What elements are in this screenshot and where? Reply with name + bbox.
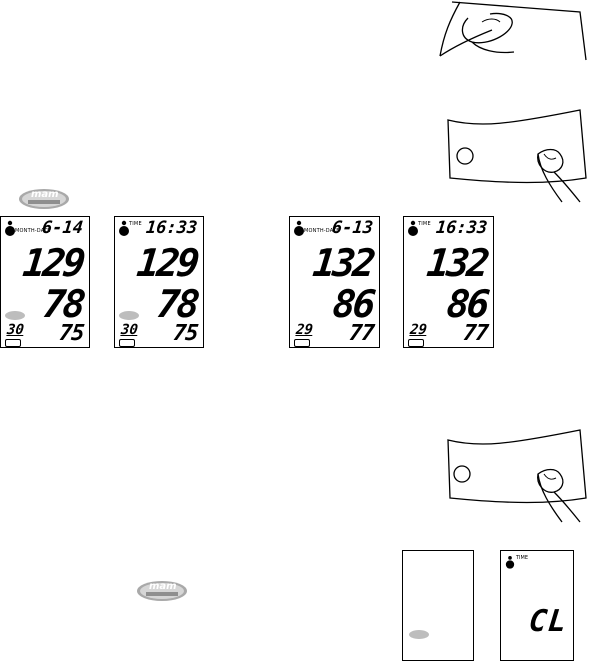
date-value: 6-14 (41, 218, 85, 238)
systolic-value: 132 (425, 241, 490, 285)
battery-icon (294, 339, 310, 347)
diastolic-value: 86 (330, 282, 376, 326)
lcd-clear-display: TIME CL (500, 550, 574, 661)
date-label: MONTH-DATE (15, 228, 51, 234)
lcd-display-1: MONTH-DATE 6-14 129 78 30 75 (0, 216, 90, 348)
memory-number: 29 (295, 322, 314, 338)
pulse-value: 77 (461, 321, 489, 346)
systolic-value: 129 (135, 241, 200, 285)
mam-indicator-icon (5, 311, 25, 320)
pulse-value: 75 (57, 321, 85, 346)
person-icon (119, 220, 129, 236)
diastolic-value: 78 (40, 282, 86, 326)
press-illustration-3 (447, 429, 587, 523)
date-value: 6-13 (331, 218, 375, 238)
mam-logo-icon (19, 189, 69, 209)
lcd-blank-display (402, 550, 474, 661)
time-value: 16:33 (434, 218, 489, 238)
time-label: TIME (418, 221, 431, 227)
person-icon (408, 220, 418, 236)
mam-logo-text: mam (149, 581, 177, 592)
person-icon (294, 220, 304, 236)
diastolic-value: 78 (154, 282, 200, 326)
lcd-display-2: TIME 16:33 129 78 30 75 (114, 216, 204, 348)
press-illustration-1 (439, 1, 587, 61)
mam-logo-bottom: mam (136, 580, 188, 602)
time-label: TIME (516, 555, 529, 561)
mam-indicator-icon (409, 630, 429, 639)
mam-logo-text: mam (31, 189, 59, 200)
battery-icon (5, 339, 21, 347)
systolic-value: 132 (311, 241, 376, 285)
lcd-display-3: MONTH-DATE 6-13 132 86 29 77 (289, 216, 380, 348)
pulse-value: 75 (171, 321, 199, 346)
memory-number: 30 (120, 322, 139, 338)
time-label: TIME (129, 221, 142, 227)
mam-logo: mam (18, 188, 70, 210)
time-value: 16:33 (144, 218, 199, 238)
diastolic-value: 86 (444, 282, 490, 326)
press-illustration-2 (447, 109, 587, 203)
date-label: MONTH-DATE (304, 228, 340, 234)
pulse-value: 77 (347, 321, 375, 346)
systolic-value: 129 (21, 241, 86, 285)
battery-icon (119, 339, 135, 347)
lcd-display-4: TIME 16:33 132 86 29 77 (403, 216, 494, 348)
battery-icon (408, 339, 424, 347)
clear-code: CL (527, 604, 570, 639)
memory-number: 29 (409, 322, 428, 338)
mam-logo-icon (137, 581, 187, 601)
memory-number: 30 (6, 322, 25, 338)
person-icon (505, 556, 515, 569)
mam-indicator-icon (119, 311, 139, 320)
person-icon (5, 220, 15, 236)
